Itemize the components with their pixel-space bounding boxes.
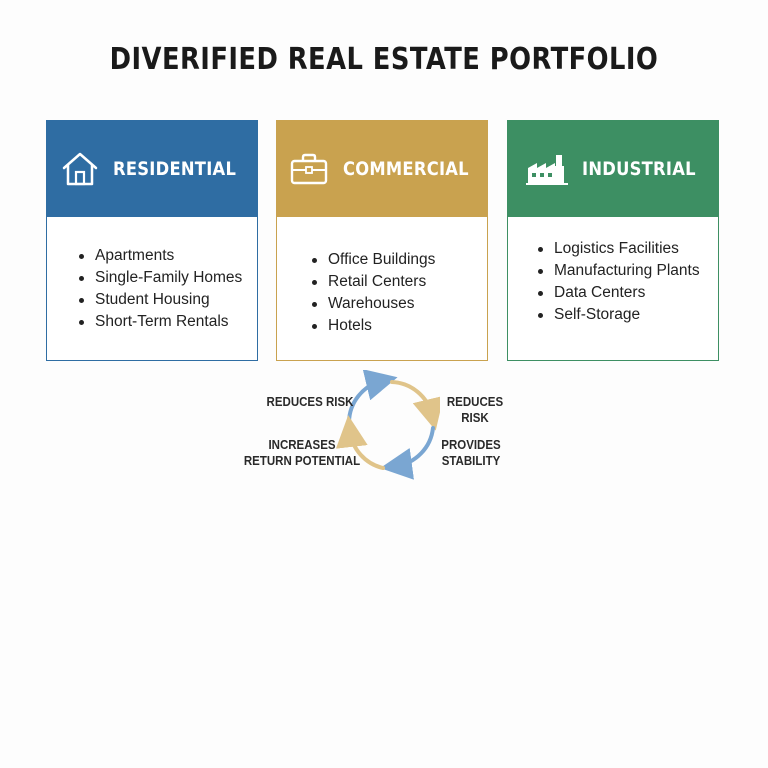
cycle-label-bottom-left-line1: INCREASES	[268, 438, 336, 452]
cycle-label-bottom-left: INCREASES RETURN POTENTIAL	[243, 437, 361, 469]
cycle-label-bottom-left-line2: RETURN POTENTIAL	[243, 454, 361, 468]
residential-card-header: RESIDENTIAL	[47, 121, 257, 217]
list-item: Apartments	[77, 245, 242, 267]
commercial-title: COMMERCIAL	[342, 158, 469, 180]
residential-list: Apartments Single-Family Homes Student H…	[77, 245, 242, 333]
list-item: Hotels	[310, 315, 435, 337]
briefcase-icon	[289, 152, 329, 186]
list-item: Short-Term Rentals	[77, 311, 242, 333]
house-icon	[61, 151, 99, 187]
cycle-arrow-bottom-right	[380, 426, 435, 480]
industrial-list-area: Logistics Facilities Manufacturing Plant…	[508, 217, 718, 360]
commercial-list-area: Office Buildings Retail Centers Warehous…	[277, 217, 487, 360]
residential-list-area: Apartments Single-Family Homes Student H…	[47, 217, 257, 360]
list-item: Manufacturing Plants	[536, 260, 700, 282]
cycle-arrow-bottom-left	[335, 415, 385, 470]
list-item: Logistics Facilities	[536, 238, 700, 260]
residential-title: RESIDENTIAL	[113, 158, 237, 180]
list-item: Office Buildings	[310, 249, 435, 271]
benefit-cycle-diagram	[335, 370, 440, 480]
factory-icon	[525, 152, 568, 186]
commercial-list: Office Buildings Retail Centers Warehous…	[310, 249, 435, 337]
list-item: Student Housing	[77, 289, 242, 311]
industrial-list: Logistics Facilities Manufacturing Plant…	[536, 238, 700, 326]
page-title: DIVERIFIED REAL ESTATE PORTFOLIO	[109, 42, 659, 77]
cycle-label-bottom-right-line1: PROVIDES	[441, 438, 501, 452]
cycle-label-top-right: REDUCES RISK	[446, 395, 504, 425]
industrial-card-header: INDUSTRIAL	[508, 121, 718, 217]
cycle-label-bottom-right: PROVIDES STABILITY	[437, 437, 505, 469]
residential-card: RESIDENTIAL Apartments Single-Family Hom…	[46, 120, 258, 361]
cycle-label-top-left: REDUCES RISK	[266, 395, 354, 409]
commercial-card: COMMERCIAL Office Buildings Retail Cente…	[276, 120, 488, 361]
list-item: Self-Storage	[536, 304, 700, 326]
list-item: Data Centers	[536, 282, 700, 304]
industrial-title: INDUSTRIAL	[581, 158, 696, 180]
list-item: Retail Centers	[310, 271, 435, 293]
commercial-card-header: COMMERCIAL	[277, 121, 487, 217]
list-item: Warehouses	[310, 293, 435, 315]
cycle-arrow-top-right	[390, 380, 440, 431]
industrial-card: INDUSTRIAL Logistics Facilities Manufact…	[507, 120, 719, 361]
cycle-label-bottom-right-line2: STABILITY	[441, 454, 501, 468]
list-item: Single-Family Homes	[77, 267, 242, 289]
